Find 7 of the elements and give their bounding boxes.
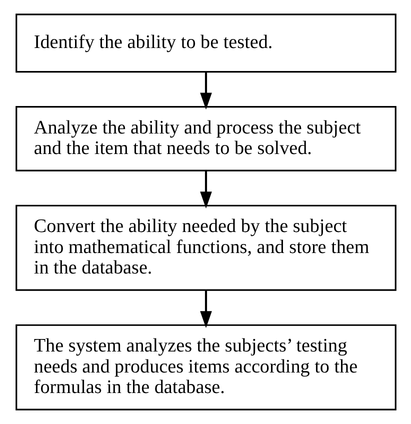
node-box: The system analyzes the subjects’ testing needs and produces items according to the formulas in the database. [15,324,396,410]
arrow [200,72,212,110]
node-box: Identify the ability to be tested. [15,14,396,73]
arrow [200,290,212,328]
node-box: Convert the ability needed by the subject into mathematical functions, and store them in the database. [15,204,396,291]
arrow [200,170,212,209]
node-box: Analyze the ability and process the subject and the item that needs to be solved. [15,106,396,172]
